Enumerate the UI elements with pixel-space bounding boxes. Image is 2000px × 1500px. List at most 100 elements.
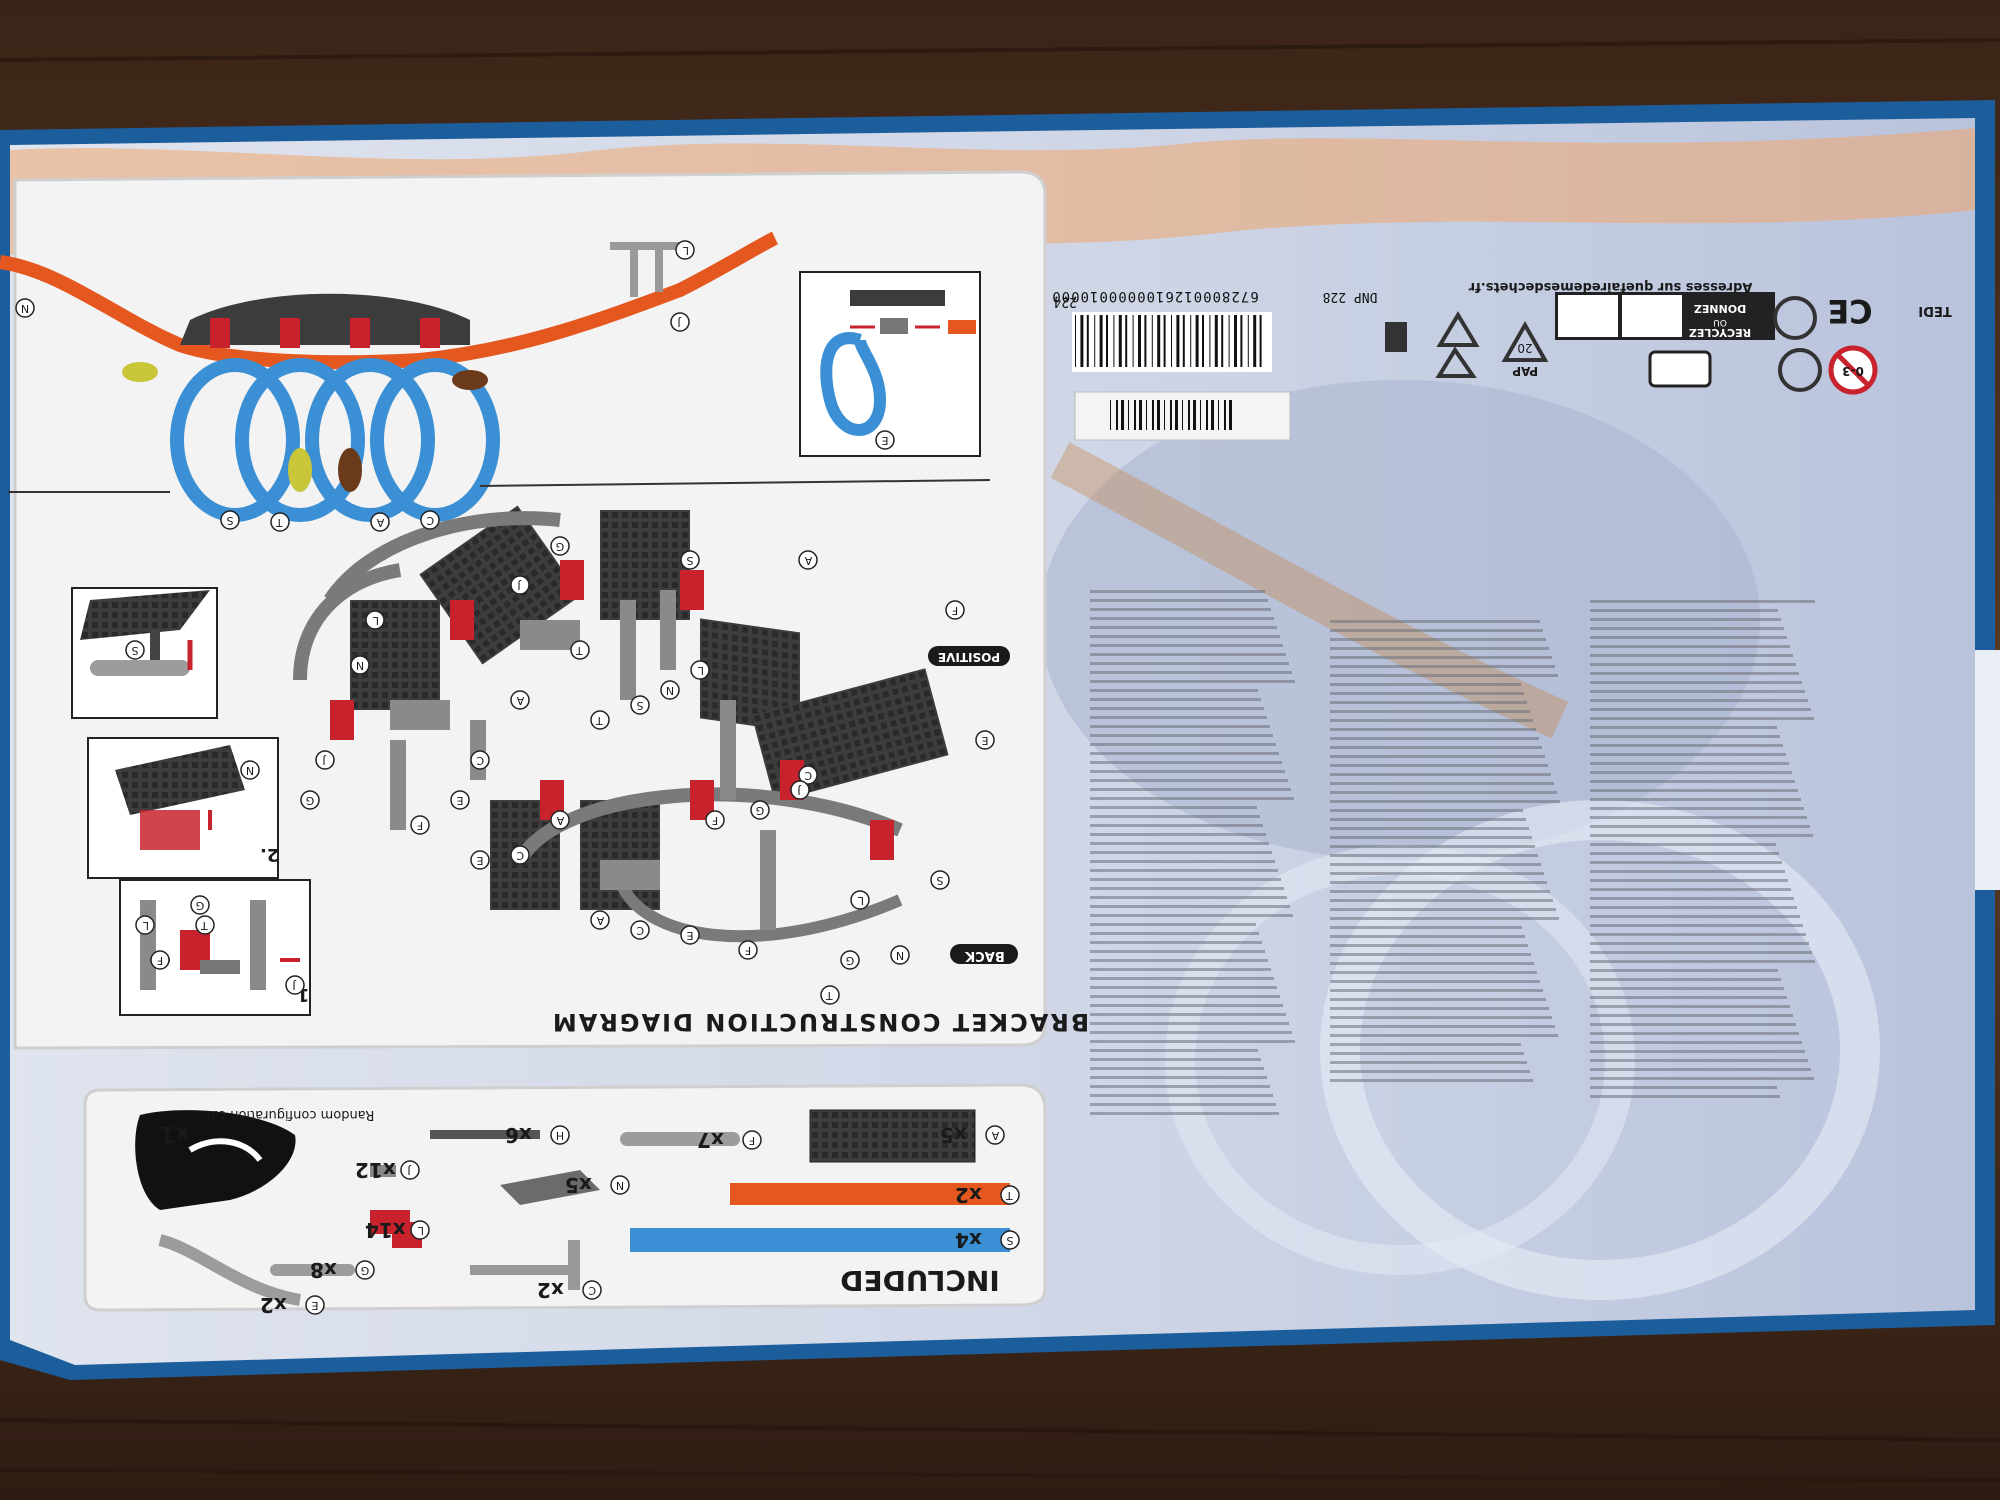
bracket-construction-diagram: BRACKET CONSTRUCTION DIAGRAM BACK POSITI… (0, 231, 1089, 1036)
positive-badge: POSITIVE (928, 646, 1010, 666)
svg-text:S: S (637, 699, 644, 712)
svg-text:0-3: 0-3 (1842, 364, 1864, 378)
part-label-bubble: L (850, 890, 870, 910)
step-1-inset: 1. (119, 879, 311, 1016)
svg-text:G: G (756, 804, 765, 817)
part-label-bubble: C (630, 920, 650, 940)
svg-text:N: N (246, 764, 254, 777)
part-label-bubble: F (945, 600, 965, 620)
part-label-bubble: F (150, 950, 170, 970)
part-label-bubble: F (705, 810, 725, 830)
included-item-qty: x8 (310, 1258, 337, 1282)
included-item-f: Fx7 (697, 1128, 762, 1152)
brand-name: TEDI (1918, 303, 1951, 318)
triman-bar: DONNEZ OU RECYCLEZ (1555, 292, 1775, 340)
part-label-bubble: T (590, 710, 610, 730)
track-piece-orange (730, 1183, 1010, 1205)
included-item-qty: x6 (505, 1123, 532, 1147)
part-label-bubble: S (630, 695, 650, 715)
part-label-bubble: L (365, 610, 385, 630)
recycle-symbols: 20 PAP (1385, 311, 1549, 378)
part-label-bubble: G (550, 536, 570, 556)
part-j-inset (71, 587, 218, 719)
included-item-s: Sx4 (955, 1228, 1020, 1252)
svg-text:F: F (157, 954, 163, 967)
included-item-qty: x2 (260, 1293, 287, 1317)
svg-text:A: A (516, 694, 524, 707)
included-item-qty: x7 (697, 1128, 724, 1152)
svg-text:L: L (682, 244, 689, 257)
part-label-bubble: T (570, 640, 590, 660)
step-2-inset: 2. (87, 737, 279, 879)
diagram-title: BRACKET CONSTRUCTION DIAGRAM (551, 1008, 1089, 1036)
included-item-qty: x12 (355, 1158, 396, 1182)
svg-text:L: L (142, 919, 149, 932)
svg-text:S: S (227, 514, 234, 527)
svg-text:G: G (196, 899, 205, 912)
svg-text:N: N (21, 302, 29, 315)
step-2-number: 2. (260, 844, 279, 865)
included-item-code: H (556, 1129, 564, 1142)
part-label-bubble: A (370, 512, 390, 532)
svg-text:E: E (982, 734, 989, 747)
svg-text:C: C (804, 769, 812, 782)
part-label-bubble: E (975, 730, 995, 750)
part-label-bubble: E (680, 925, 700, 945)
recycle-address: Adresses sur quefairedemesdechets.fr (1468, 279, 1752, 294)
part-label-bubble: J (510, 575, 530, 595)
part-label-bubble: G (190, 895, 210, 915)
svg-text:E: E (687, 929, 694, 942)
part-label-bubble: S (125, 640, 145, 660)
svg-text:E: E (477, 854, 484, 867)
ean-barcode (1072, 312, 1272, 372)
svg-text:C: C (476, 754, 484, 767)
back-badge: BACK (950, 944, 1018, 964)
part-label-bubble: J (315, 750, 335, 770)
included-item-code: E (312, 1299, 319, 1312)
part-a-panel (809, 1109, 976, 1163)
svg-text:L: L (697, 664, 704, 677)
part-label-bubble: G (300, 790, 320, 810)
recycle-loop-icon-2 (1778, 348, 1822, 392)
car-caption: Random configuration car (205, 1107, 374, 1122)
part-label-bubble: L (675, 240, 695, 260)
svg-text:T: T (201, 919, 209, 932)
random-car-icon (135, 1110, 296, 1210)
svg-text:T: T (576, 644, 584, 657)
track-piece-blue (630, 1228, 1010, 1252)
included-title: INCLUDED (840, 1264, 1000, 1297)
svg-text:T: T (596, 714, 604, 727)
svg-text:F: F (712, 814, 718, 827)
part-label-bubble: A (510, 690, 530, 710)
svg-text:S: S (687, 554, 694, 567)
part-label-bubble: T (820, 985, 840, 1005)
assembled-track (0, 231, 779, 522)
included-item-h: Hx6 (505, 1123, 570, 1147)
svg-text:N: N (896, 949, 904, 962)
included-item-a: Ax5 (940, 1123, 1005, 1147)
svg-text:G: G (846, 954, 855, 967)
car-qty: x1 (160, 1121, 190, 1146)
included-item-n: Nx5 (565, 1173, 630, 1197)
trash-bin-icon (1385, 322, 1407, 352)
part-l-bracket (370, 1210, 422, 1248)
part-label-bubble: C (420, 510, 440, 530)
svg-text:T: T (276, 516, 284, 529)
part-label-bubble: N (890, 945, 910, 965)
part-n-ramp (500, 1170, 600, 1205)
part-g-bar (270, 1264, 355, 1276)
pap-triangle-icon (1501, 320, 1549, 362)
recycle-loop-icon (1773, 296, 1817, 340)
svg-text:J: J (797, 784, 801, 797)
svg-text:DONNEZ: DONNEZ (1694, 302, 1746, 315)
packaging-icon (1648, 350, 1712, 388)
part-label-bubble: L (690, 660, 710, 680)
svg-text:G: G (556, 540, 565, 553)
svg-text:C: C (516, 849, 524, 862)
svg-text:J: J (322, 754, 326, 767)
recycle-icon (1435, 311, 1480, 378)
included-item-e: Ex2 (260, 1293, 325, 1317)
part-label-bubble: S (680, 550, 700, 570)
